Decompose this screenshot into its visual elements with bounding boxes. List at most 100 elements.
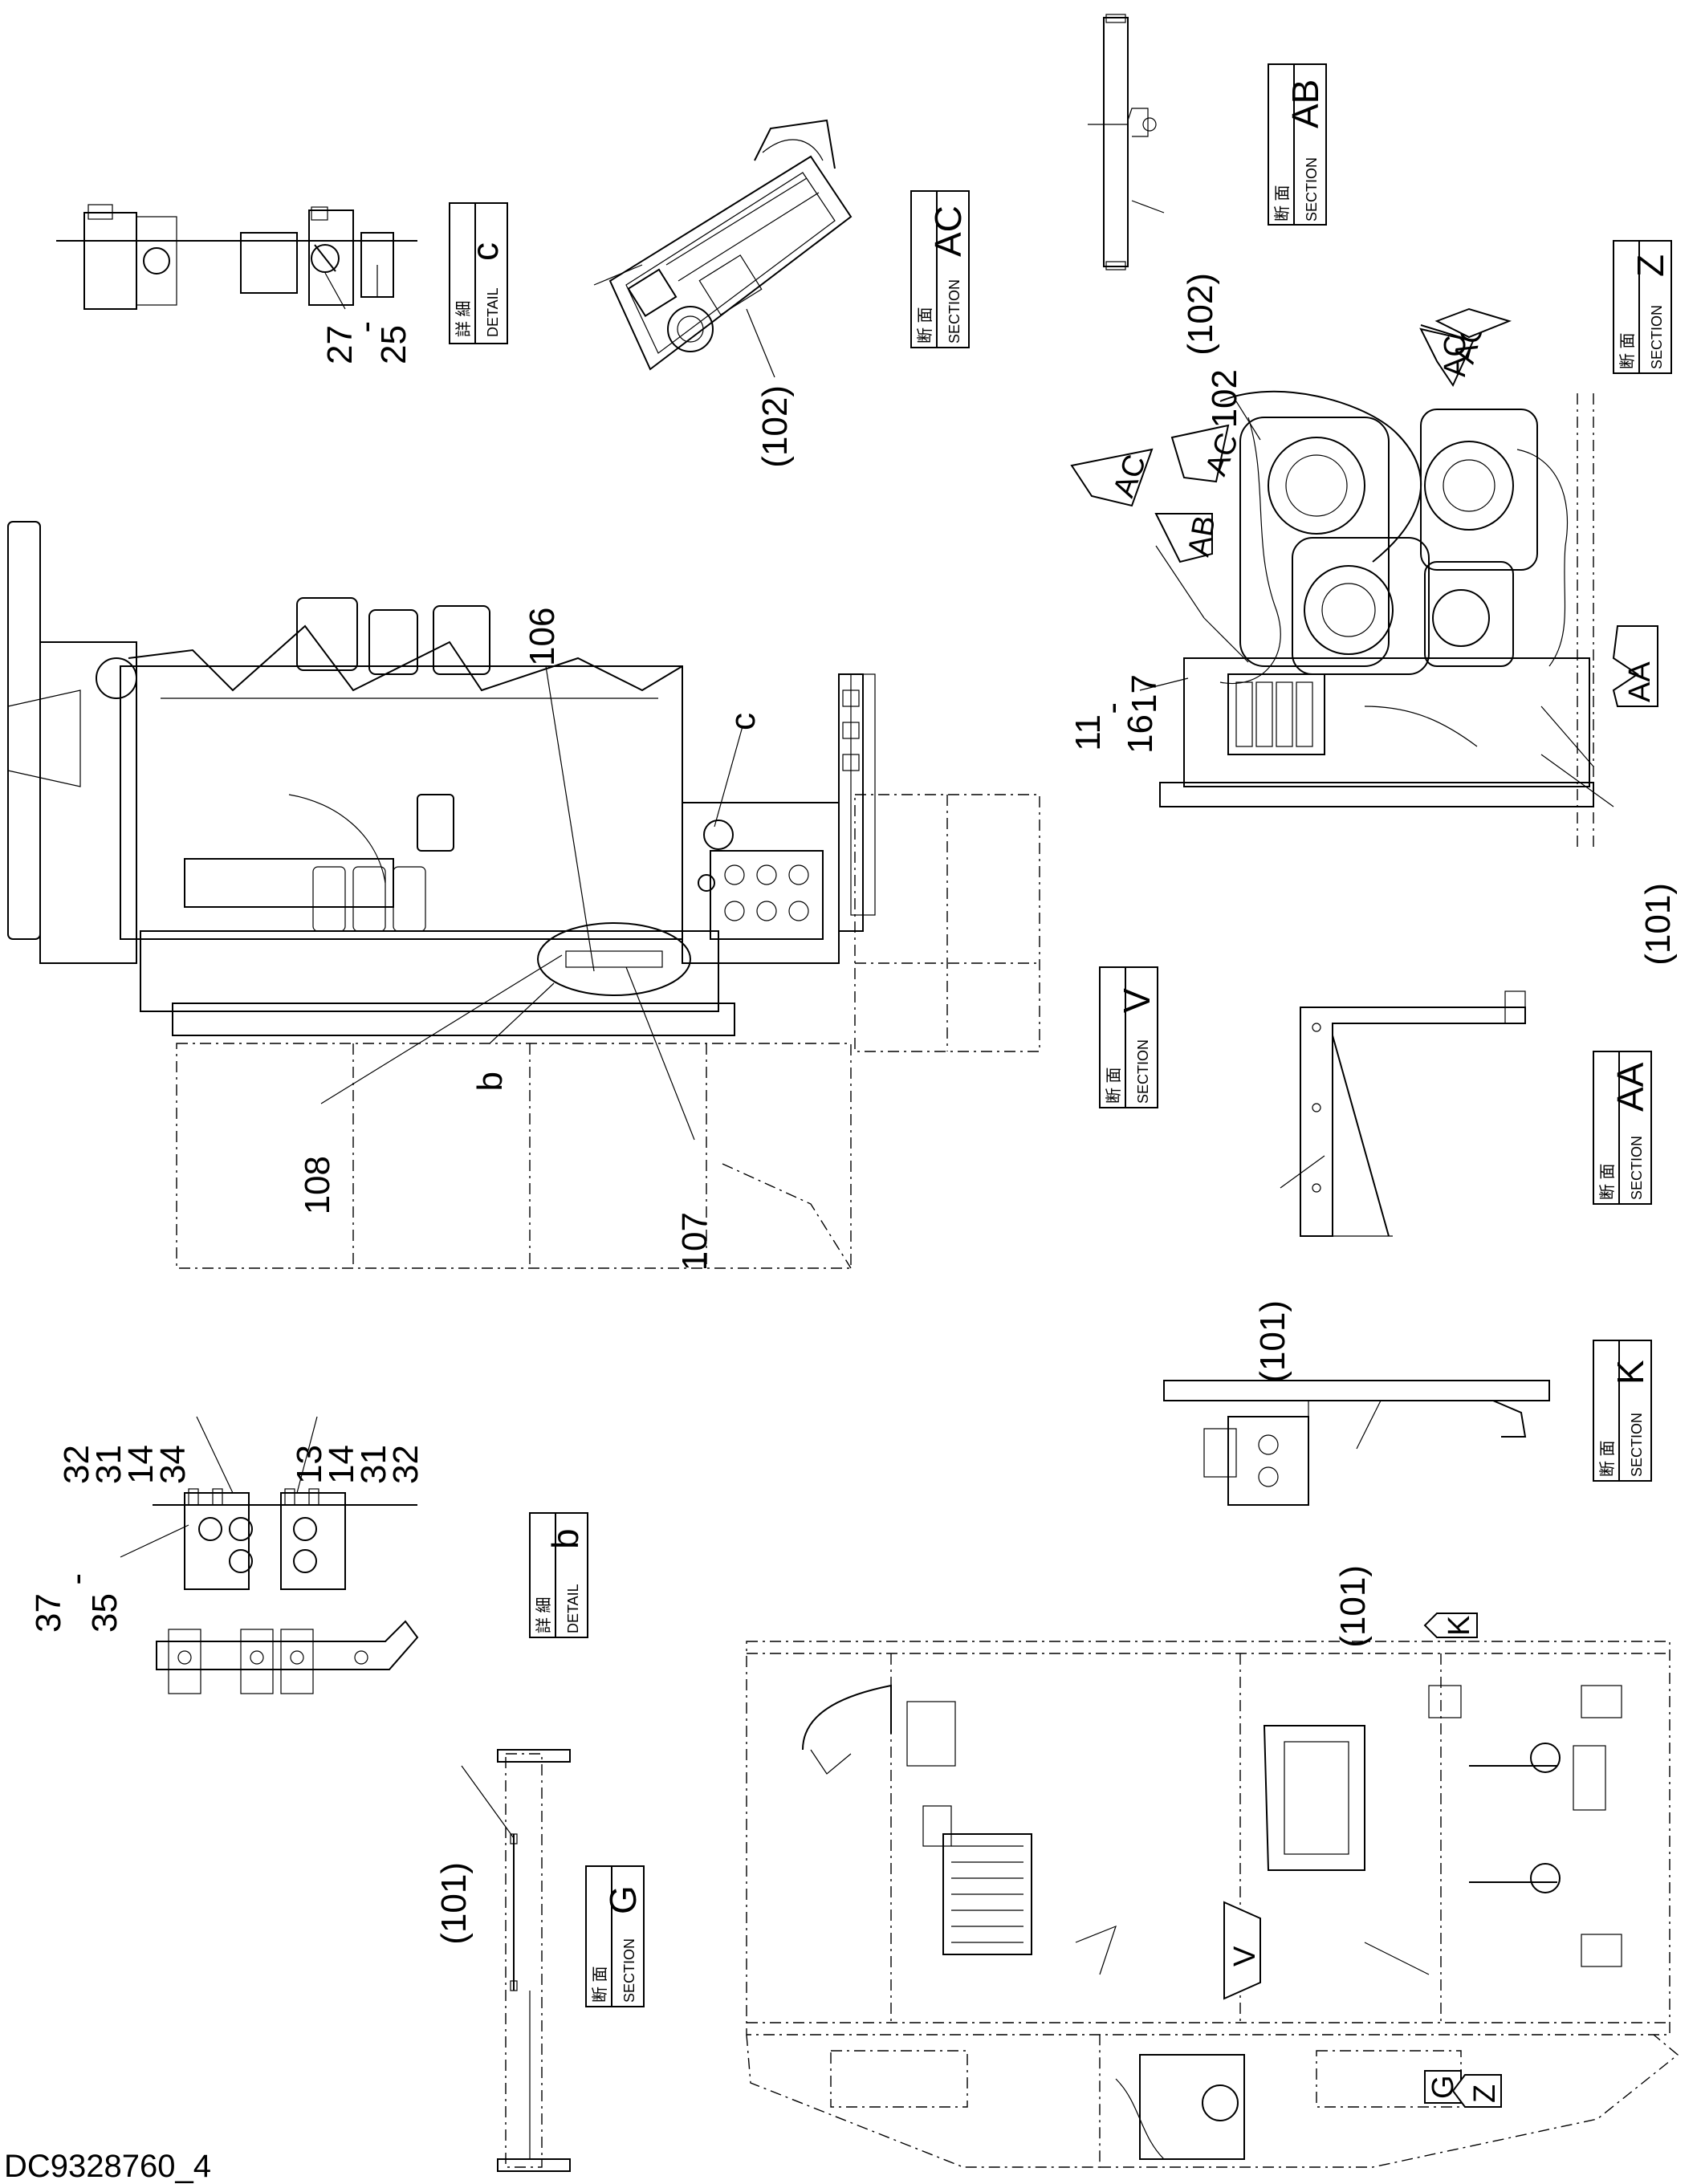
- callout-101: (101): [1638, 883, 1678, 966]
- arrow-aa-label: AA: [1623, 661, 1657, 702]
- section-k-letter: K: [1609, 1360, 1651, 1385]
- detail-c-letter: c: [464, 242, 506, 261]
- callout-b: b: [470, 1072, 510, 1091]
- section-z-callouts: 102 17 11 - 16 (101): [1068, 369, 1678, 966]
- callout-102: (102): [1181, 273, 1220, 356]
- section-g-letter: G: [602, 1885, 644, 1914]
- callout-106: 106: [523, 608, 562, 666]
- callout-107: 107: [675, 1212, 714, 1271]
- callout-101: (101): [434, 1862, 474, 1945]
- callout-11: 11: [1068, 714, 1108, 751]
- callout-dash: -: [1093, 702, 1132, 714]
- callout-25: 25: [374, 325, 413, 364]
- section-k-title-box: 断 面 SECTION K: [1593, 1340, 1652, 1482]
- section-g-title-box: 断 面 SECTION G: [585, 1865, 645, 2007]
- section-k-view: [1163, 1380, 1550, 1506]
- section-z-section-arrows: AC AC AC AC AB AA: [1070, 307, 1658, 707]
- callout-101: (101): [1253, 1300, 1292, 1383]
- arrow-ac-upper-label: AC: [1439, 335, 1472, 377]
- section-arrow-v: [1223, 1901, 1261, 2000]
- section-arrow-k: [1423, 1613, 1478, 1638]
- section-arrow-ac: [1419, 327, 1475, 388]
- section-ac-title-box: 断 面 SECTION AC: [910, 190, 970, 348]
- section-word-en: SECTION: [1629, 1413, 1645, 1477]
- plan-view-frame: [746, 1641, 1679, 2168]
- callout-102: 102: [1205, 369, 1244, 428]
- callout-31: 31: [89, 1445, 128, 1484]
- section-g-view: [497, 1749, 571, 2172]
- callout-27: 27: [320, 325, 360, 364]
- callout-32: 32: [386, 1445, 425, 1484]
- section-word-en: SECTION: [946, 279, 962, 344]
- section-v-frame: [176, 673, 1040, 1269]
- section-ac-letters: AC: [927, 205, 969, 257]
- callout-101: (101): [1333, 1565, 1373, 1648]
- callout-dash: -: [57, 1573, 96, 1585]
- callout-34: 34: [153, 1445, 193, 1484]
- callout-32: 32: [57, 1445, 96, 1484]
- section-v-title-box: 断 面 SECTION V: [1099, 966, 1158, 1108]
- section-word-en: SECTION: [1649, 305, 1665, 369]
- section-word-en: SECTION: [621, 1938, 637, 2003]
- section-word-ja: 断 面: [591, 1966, 609, 2003]
- section-word-ja: 断 面: [1618, 332, 1637, 369]
- arrow-g-label: G: [1426, 2075, 1460, 2099]
- detail-c-view: [56, 204, 417, 310]
- section-arrow-ac-mid: [1170, 424, 1230, 483]
- callout-108: 108: [298, 1156, 337, 1214]
- section-word-en: SECTION: [1304, 157, 1320, 222]
- section-word-ja: 断 面: [916, 307, 934, 344]
- section-ac-callouts: (102): [755, 385, 795, 468]
- section-g-callouts: (101): [434, 1765, 515, 1945]
- callout-c: c: [723, 713, 763, 730]
- section-aa-callouts: (101): [1253, 1155, 1325, 1383]
- callout-31: 31: [354, 1445, 393, 1484]
- drawing-number: DC9328760_4: [4, 2149, 211, 2184]
- detail-b-letter: b: [544, 1528, 586, 1549]
- arrow-z-label: Z: [1468, 2084, 1502, 2103]
- section-v-letter: V: [1116, 988, 1158, 1013]
- callout-16: 16: [1121, 714, 1160, 754]
- callout-37: 37: [29, 1593, 68, 1633]
- section-z-view: [1159, 390, 1594, 851]
- detail-word-ja: 詳 細: [454, 300, 473, 337]
- callout-102: (102): [755, 385, 795, 468]
- detail-word-en: DETAIL: [485, 287, 501, 337]
- callout-17: 17: [1125, 674, 1164, 714]
- arrow-ab-label: AB: [1182, 513, 1223, 559]
- section-word-ja: 断 面: [1105, 1067, 1123, 1104]
- callout-13: 13: [290, 1445, 329, 1484]
- section-arrow-ac-left: [1070, 448, 1154, 507]
- section-word-ja: 断 面: [1598, 1163, 1617, 1200]
- arrow-k-label: K: [1443, 1616, 1476, 1636]
- section-word-ja: 断 面: [1598, 1440, 1617, 1477]
- arrow-v-label: V: [1228, 1946, 1262, 1966]
- detail-b-callouts: 32 31 14 34 13 14 31 32 37 - 35: [29, 1416, 425, 1633]
- section-z-letter: Z: [1630, 254, 1671, 277]
- section-ab-title-box: 断 面 SECTION AB: [1268, 63, 1327, 226]
- section-v-callouts: 106 c 108 b 107: [298, 608, 763, 1271]
- section-word-en: SECTION: [1135, 1039, 1151, 1104]
- detail-c-callouts: 27 - 25: [320, 321, 413, 364]
- section-word-en: SECTION: [1629, 1136, 1645, 1200]
- callout-14: 14: [121, 1445, 161, 1484]
- section-z-title-box: 断 面 SECTION Z: [1613, 240, 1672, 374]
- section-ab-view: [1088, 14, 1165, 270]
- callout-dash: -: [346, 321, 385, 333]
- section-ab-callouts: (102): [1181, 273, 1220, 356]
- section-arrow-ab: [1154, 513, 1213, 563]
- callout-35: 35: [85, 1593, 124, 1633]
- section-arrow-z: [1451, 2074, 1502, 2108]
- detail-word-en: DETAIL: [565, 1584, 581, 1633]
- detail-b-title-box: 詳 細 DETAIL b: [529, 1512, 588, 1638]
- detail-b-view: [153, 1488, 419, 1694]
- section-v-engine: [7, 521, 864, 1036]
- section-ab-letters: AB: [1284, 79, 1326, 128]
- detail-word-ja: 詳 細: [535, 1596, 553, 1633]
- section-aa-view: [1300, 990, 1526, 1237]
- section-arrow-aa: [1612, 625, 1658, 707]
- section-word-ja: 断 面: [1273, 185, 1292, 222]
- section-aa-title-box: 断 面 SECTION AA: [1593, 1051, 1652, 1205]
- detail-c-title-box: 詳 細 DETAIL c: [449, 202, 508, 344]
